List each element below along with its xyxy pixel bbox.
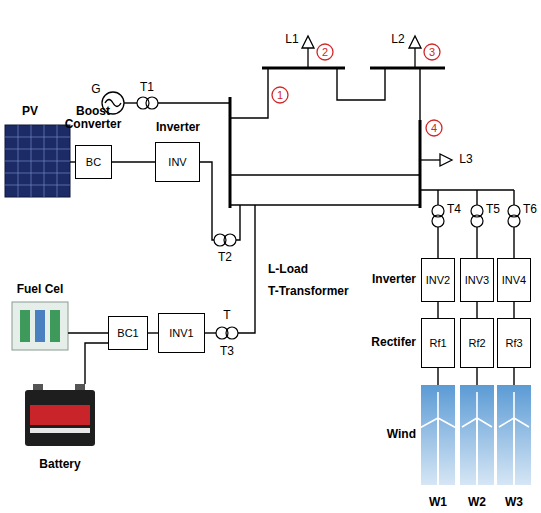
converter-box: INV1 [158,313,205,353]
wind-turbine [460,385,494,485]
transformer-symbol [137,97,520,339]
diagram-label: L1 [285,33,298,46]
load-arrow [302,36,452,166]
converter-box: BC [75,145,112,179]
diagram-label: L2 [391,33,404,46]
node-label: Rf2 [468,337,485,349]
converter-box: INV4 [497,258,531,302]
diagram-label: T3 [220,345,234,358]
converter-box: BC1 [108,316,148,350]
diagram-label: T6 [523,203,537,216]
node-label: BC1 [117,327,138,339]
diagram-label: Boost Converter [61,105,125,131]
bus-number-circle: 1 [271,86,289,105]
diagram-label: T1 [140,81,154,94]
diagram-label: T2 [218,251,232,264]
wind-turbine [416,385,460,485]
node-label: INV3 [465,274,489,286]
diagram-label: Rectifer [371,336,416,349]
wind-turbine [497,385,531,485]
node-label: INV [168,156,186,168]
diagram-label: PV [22,105,38,118]
node-label: Rf3 [505,337,522,349]
converter-box: Rf3 [497,318,531,368]
diagram-label: T5 [486,203,500,216]
diagram-label: W1 [429,496,447,509]
diagram-label: T-Transformer [268,285,349,298]
node-label: BC [86,156,101,168]
battery-picture [25,384,95,446]
diagram-label: Wind [387,428,416,441]
pv-panel [5,125,70,197]
converter-box: INV [155,142,200,182]
diagram-label: W3 [505,496,523,509]
wire [68,68,514,385]
diagram-label: L-Load [268,263,308,276]
bus-number-circle: 4 [425,119,443,138]
node-label: Rf1 [429,337,446,349]
node-label: INV1 [169,327,193,339]
diagram-label: G [91,83,100,96]
bus-number-circle: 3 [423,43,441,62]
diagram-label: Battery [39,458,80,471]
node-label: INV4 [502,274,526,286]
node-label: 2 [322,46,328,58]
node-label: INV2 [426,274,450,286]
diagram-label: T [223,309,230,322]
fuel-cell-picture [12,302,68,350]
converter-box: Rf2 [460,318,494,368]
diagram-label: W2 [468,496,486,509]
connector-wire [476,302,477,318]
converter-box: INV3 [460,258,494,302]
diagram-label: Fuel Cel [17,283,64,296]
converter-box: Rf1 [421,318,455,368]
connector-wire [112,161,155,162]
diagram-label: L3 [459,153,472,166]
diagram-label: Inverter [156,121,200,134]
diagram-label: Inverter [372,273,416,286]
node-label: 4 [431,122,437,134]
converter-box: INV2 [421,258,455,302]
diagram-label: T4 [447,203,461,216]
connector-wire [437,302,438,318]
bus-number-circle: 2 [316,43,334,62]
node-label: 1 [277,89,283,101]
connector-wire [513,302,514,318]
node-label: 3 [429,46,435,58]
connector-wire [148,332,158,333]
bus-bar [230,68,445,208]
